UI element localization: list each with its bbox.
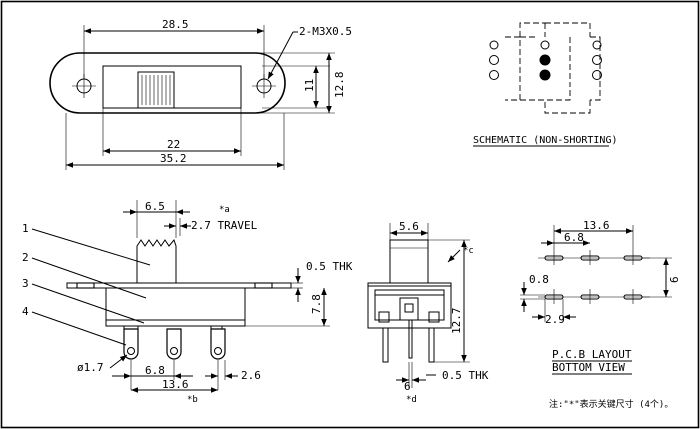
schematic-contact: [489, 40, 499, 50]
pcb-title: P.C.B LAYOUT: [552, 348, 632, 361]
pcb-subtitle: BOTTOM VIEW: [552, 361, 625, 374]
schematic: SCHEMATIC (NON-SHORTING): [473, 22, 618, 147]
end-view: 5.6 *c 12.7 6 *d 0.5 THK: [367, 220, 489, 405]
side-body: [105, 287, 246, 321]
top-view-plate: [49, 52, 286, 114]
schematic-contact: [489, 55, 499, 65]
dim-5-6: 5.6: [399, 220, 419, 233]
dim-35-2: 35.2: [160, 152, 187, 165]
side-actuator: [136, 238, 177, 283]
dim-6-8: 6.8: [145, 364, 165, 377]
schematic-contact: [592, 70, 602, 80]
end-pin: [428, 327, 435, 363]
actuator-knob: [137, 71, 175, 109]
callout-3: 3: [22, 277, 29, 290]
side-view: 6.5 *a 2.7 TRAVEL 0.5 THK 7.8 1 2 3 4 ø1…: [22, 200, 353, 405]
dim-hole-note: 2-M3X0.5: [299, 25, 352, 38]
dim-2-6: 2.6: [241, 369, 261, 382]
dim-22: 22: [167, 138, 180, 151]
dim-12-8: 12.8: [333, 72, 346, 99]
dim-end-6: 6: [404, 380, 411, 393]
dim-13-6: 13.6: [162, 378, 189, 391]
end-actuator: [389, 239, 429, 284]
callout-4: 4: [22, 305, 29, 318]
callout-1: 1: [22, 222, 29, 235]
pcb-dim-6-8: 6.8: [564, 231, 584, 244]
top-view: 28.5 2-M3X0.5 11 12.8 22 35.2: [49, 18, 352, 170]
schematic-contact: [592, 55, 602, 65]
pcb-dim-13-6: 13.6: [583, 219, 610, 232]
note-c: *c: [463, 246, 474, 256]
dim-28-5: 28.5: [162, 18, 189, 31]
footnote: 注:"*"表示关键尺寸 (4个)。: [549, 398, 673, 410]
schematic-title: SCHEMATIC (NON-SHORTING): [473, 135, 618, 146]
pcb-dim-0-8: 0.8: [529, 273, 549, 286]
dim-hole-dia: ø1.7: [77, 361, 104, 374]
pcb-dim-6: 6: [668, 276, 681, 283]
dim-travel: 2.7 TRAVEL: [191, 219, 258, 232]
end-pin: [382, 327, 389, 363]
pcb-dim-2-9: 2.9: [545, 313, 565, 326]
callout-2: 2: [22, 251, 29, 264]
schematic-contact: [489, 70, 499, 80]
note-b: *b: [187, 395, 198, 405]
dim-side-thk: 0.5 THK: [306, 260, 353, 273]
note-d: *d: [406, 395, 417, 405]
dim-end-thk: 0.5 THK: [442, 369, 489, 382]
pcb-layout: 13.6 6.8 6 0.8 2.9 P.C.B LAYOUT BOTTOM V…: [520, 219, 681, 375]
dim-7-8: 7.8: [310, 294, 323, 314]
dim-12-7: 12.7: [450, 308, 463, 335]
schematic-contact: [539, 54, 551, 66]
note-a: *a: [219, 205, 230, 215]
schematic-contact: [592, 40, 602, 50]
schematic-contact: [540, 40, 550, 50]
dim-6-5: 6.5: [145, 200, 165, 213]
schematic-contact: [539, 69, 551, 81]
dim-11: 11: [303, 79, 316, 92]
